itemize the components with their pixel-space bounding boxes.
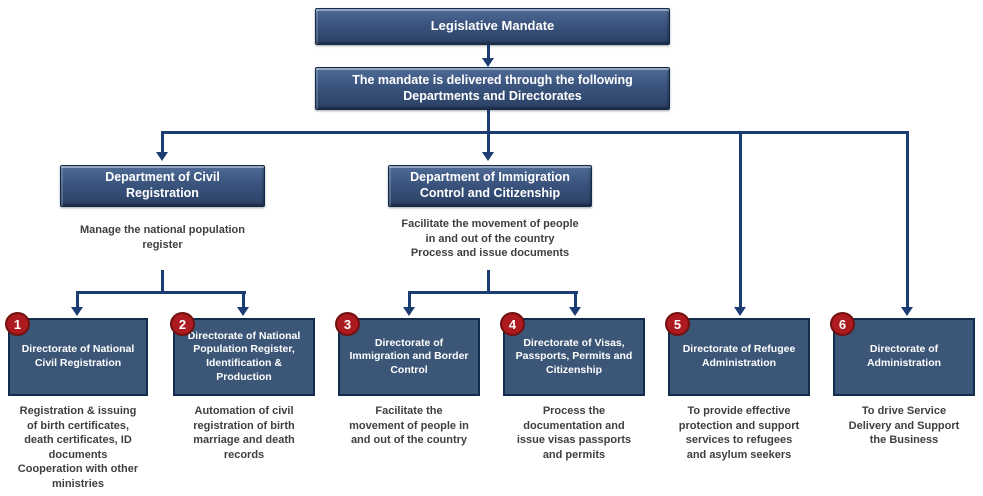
directorate-5-description: To provide effective protection and supp… [678,405,800,461]
directorate-5-box: Directorate of Refugee Administration [668,318,810,396]
connector-to-directorate-6 [905,133,909,308]
arrowhead-mandate [482,58,494,67]
department-immigration-description: Facilitate the movement of people in and… [401,218,579,260]
directorate-4-description: Process the documentation and issue visa… [516,405,632,461]
arrowhead-directorate-2 [237,307,249,316]
connector-to-directorate-4 [573,293,577,308]
directorate-3-description: Facilitate the movement of people in and… [349,405,469,447]
arrowhead-dept-civil [156,152,168,161]
connector-to-directorate-1 [75,293,79,308]
directorate-6-description: To drive Service Delivery and Support th… [848,405,960,447]
connector-mandate-stub [486,110,490,133]
connector-to-dept-civil [160,133,164,153]
connector-main-rail [160,131,909,134]
department-immigration-box: Department of Immigration Control and Ci… [388,165,592,207]
arrowhead-directorate-6 [901,307,913,316]
arrowhead-directorate-5 [734,307,746,316]
connector-to-directorate-2 [241,293,245,308]
connector-root-to-mandate [486,45,490,59]
directorate-3-number-badge: 3 [335,312,360,336]
directorate-2-number-badge: 2 [170,312,195,336]
directorate-1-number-badge: 1 [5,312,30,336]
connector-civil-branch-stub [160,270,164,294]
department-civil-registration-box: Department of Civil Registration [60,165,265,207]
directorate-5-number-badge: 5 [665,312,690,336]
arrowhead-directorate-1 [71,307,83,316]
directorate-2-box: Directorate of National Population Regis… [173,318,315,396]
connector-immigration-branch-rail [407,291,578,294]
directorate-4-number-badge: 4 [500,312,525,336]
directorate-6-box: Directorate of Administration [833,318,975,396]
arrowhead-directorate-4 [569,307,581,316]
connector-to-dept-immigration [486,133,490,153]
directorate-6-number-badge: 6 [830,312,855,336]
connector-to-directorate-5 [738,133,742,308]
directorate-2-description: Automation of civil registration of birt… [193,405,295,461]
connector-to-directorate-3 [407,293,411,308]
mandate-delivery-box: The mandate is delivered through the fol… [315,67,670,110]
directorate-4-box: Directorate of Visas, Passports, Permits… [503,318,645,396]
arrowhead-dept-immigration [482,152,494,161]
legislative-mandate-box: Legislative Mandate [315,8,670,45]
connector-civil-branch-rail [75,291,246,294]
directorate-3-box: Directorate of Immigration and Border Co… [338,318,480,396]
directorate-1-description: Registration & issuing of birth certific… [17,405,139,490]
arrowhead-directorate-3 [403,307,415,316]
directorate-1-box: Directorate of National Civil Registrati… [8,318,148,396]
department-civil-registration-description: Manage the national population register [80,224,245,251]
connector-immigration-branch-stub [486,270,490,294]
